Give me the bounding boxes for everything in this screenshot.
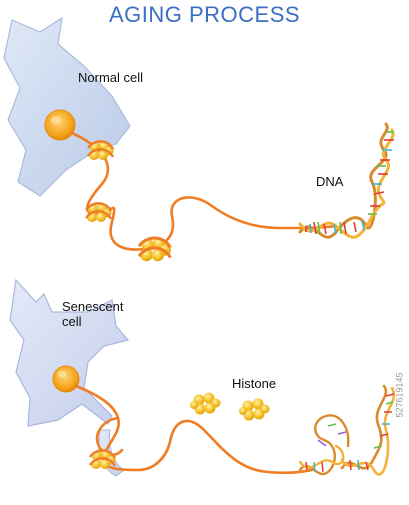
normal-cell-label: Normal cell xyxy=(78,70,144,85)
normal-dna-fiber xyxy=(70,131,338,251)
senescent-dna-loop xyxy=(95,416,124,457)
senescent-cell-nucleus xyxy=(52,365,80,393)
free-histone-cluster-1 xyxy=(190,392,221,415)
histone-label: Histone xyxy=(232,376,277,391)
normal-double-helix xyxy=(298,122,395,239)
normal-nucleosome-3 xyxy=(137,236,173,263)
free-histone-cluster-2 xyxy=(239,398,270,421)
senescent-dna-fiber xyxy=(74,384,314,475)
senescent-cell-label-line1: Senescent xyxy=(62,299,124,314)
senescent-cell-nucleus-highlight xyxy=(57,370,67,378)
diagram-title: AGING PROCESS xyxy=(108,2,301,27)
stock-image-id-text: 527619145 xyxy=(394,372,405,418)
senescent-cell-label-line2: cell xyxy=(62,314,82,329)
dna-label: DNA xyxy=(316,174,344,189)
senescent-double-helix xyxy=(298,384,396,476)
normal-cell-body xyxy=(3,16,131,197)
normal-cell-nucleus-highlight xyxy=(51,116,61,124)
stock-image-id: 527619145 xyxy=(392,300,406,500)
normal-nucleosome-1 xyxy=(86,139,115,162)
normal-nucleosome-2 xyxy=(84,201,113,224)
normal-cell-nucleus xyxy=(44,109,76,141)
